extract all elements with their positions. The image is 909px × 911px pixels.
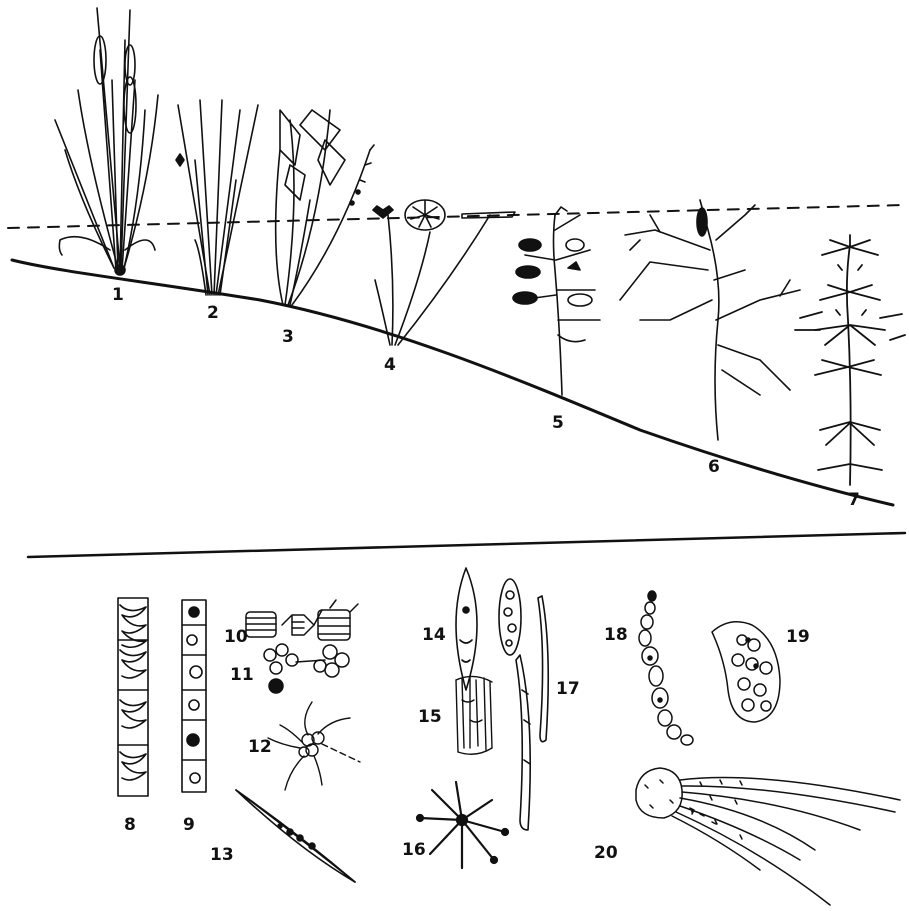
panel-divider	[28, 533, 905, 557]
label-20: 20	[594, 843, 618, 863]
plant-7-whorled-weed	[795, 235, 905, 485]
organism-14-spindle	[456, 568, 521, 690]
label-1: 1	[112, 285, 124, 305]
label-10: 10	[224, 627, 248, 647]
organism-9-cell-chain	[182, 600, 206, 792]
label-12: 12	[248, 737, 272, 757]
water-surface-line	[8, 205, 905, 228]
plant-3-arrowhead	[276, 110, 374, 305]
organism-10-diatom-stacks	[246, 600, 358, 640]
label-17: 17	[556, 679, 580, 699]
organism-19-cell-sac	[712, 622, 780, 722]
plant-6-branched-weed	[620, 200, 800, 440]
label-7: 7	[848, 490, 860, 510]
organism-13-crescent-desmid	[236, 790, 355, 882]
label-3: 3	[282, 327, 294, 347]
organism-20-filament-tuft	[636, 768, 900, 905]
label-5: 5	[552, 413, 564, 433]
label-8: 8	[124, 815, 136, 835]
organism-11-colony	[264, 644, 349, 693]
plant-4-water-lily	[373, 200, 515, 345]
label-4: 4	[384, 355, 396, 375]
label-6: 6	[708, 457, 720, 477]
label-19: 19	[786, 627, 810, 647]
label-16: 16	[402, 840, 426, 860]
label-14: 14	[422, 625, 446, 645]
label-11: 11	[230, 665, 254, 685]
lake-bottom-slope	[12, 260, 893, 505]
organism-12-spiny-colony	[268, 702, 360, 790]
label-15: 15	[418, 707, 442, 727]
label-9: 9	[183, 815, 195, 835]
label-2: 2	[207, 303, 219, 323]
plant-1-cattail	[55, 8, 158, 275]
organism-16-star-colony	[417, 782, 508, 868]
lower-panel: 8 9 10	[118, 568, 900, 905]
label-18: 18	[604, 625, 628, 645]
upper-panel: 1 2 3	[8, 8, 905, 510]
organism-8-filament	[118, 598, 148, 796]
label-13: 13	[210, 845, 234, 865]
organism-18-beaded-chain	[639, 591, 693, 745]
plant-2-rush	[176, 100, 258, 295]
plant-5-pondweed	[513, 207, 600, 395]
organism-15-needle-bundle	[456, 676, 492, 754]
